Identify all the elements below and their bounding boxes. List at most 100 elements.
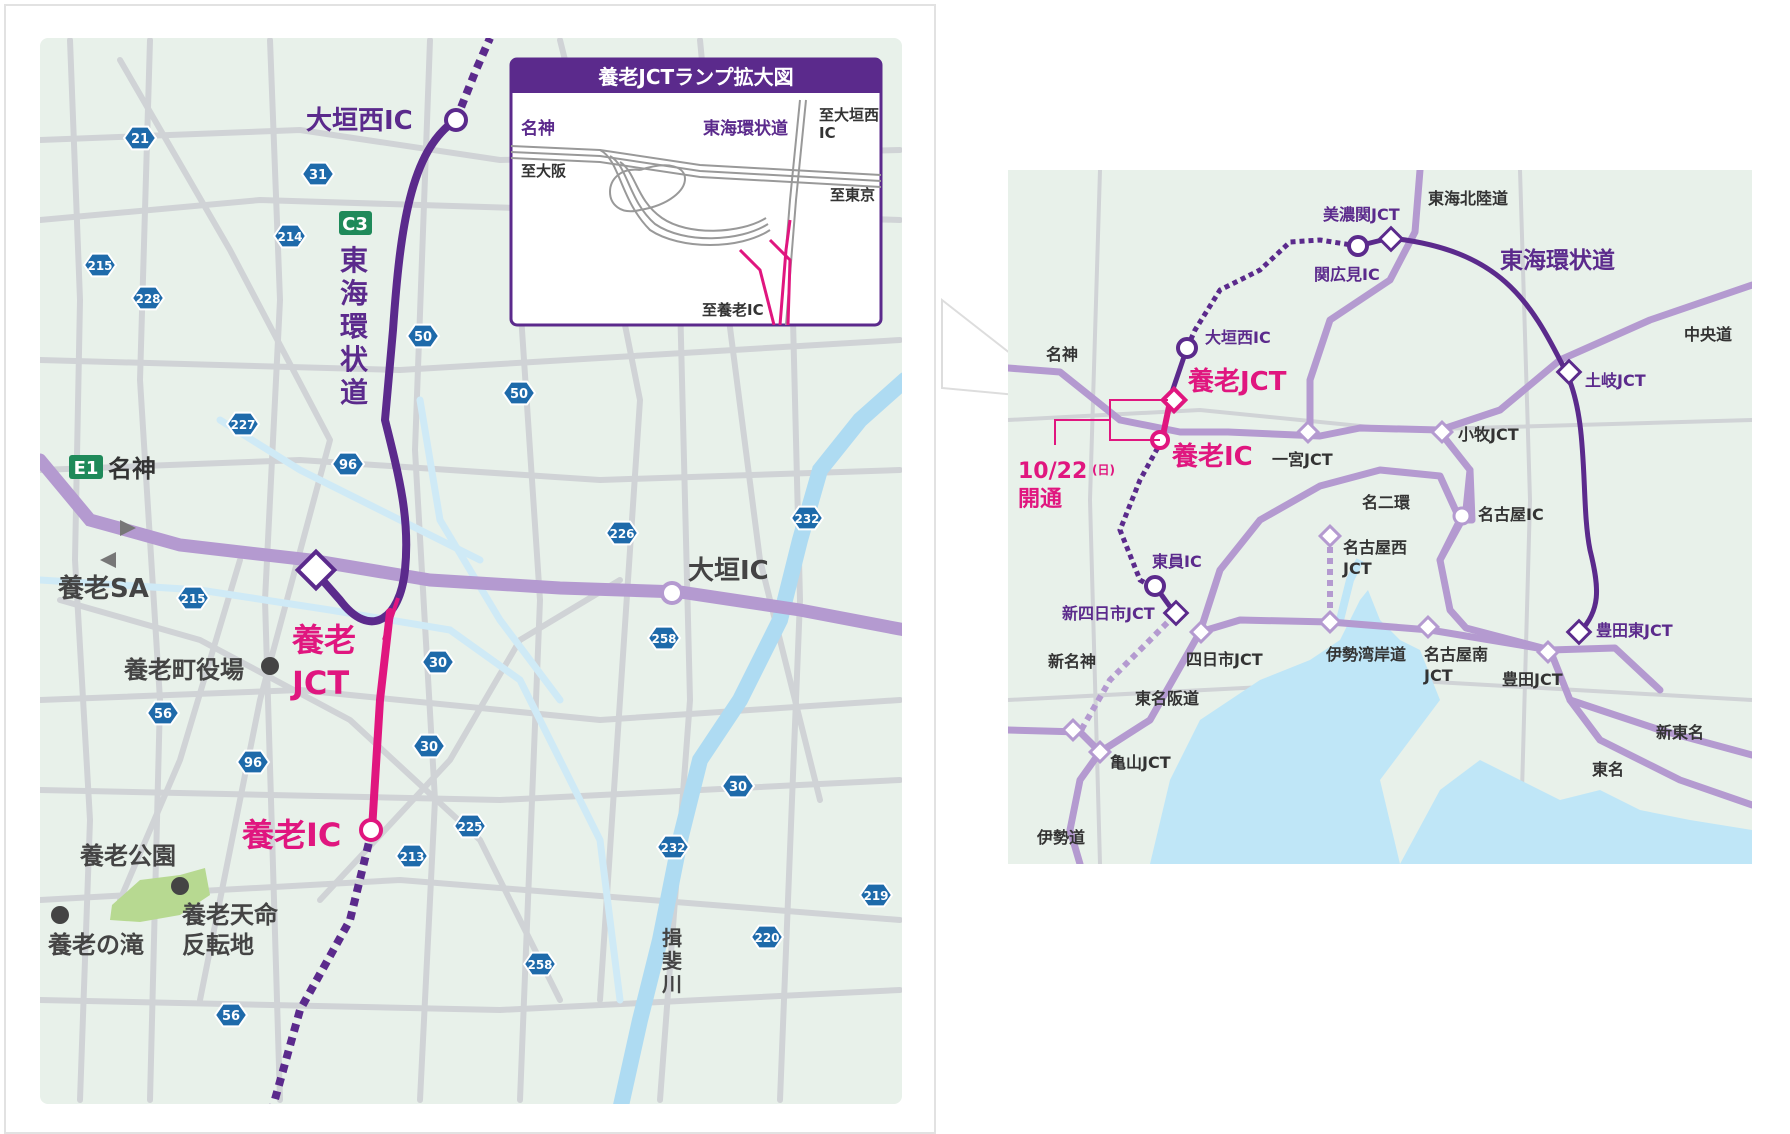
route-badge-number: 31	[309, 168, 327, 183]
yoro-sa-label: 養老SA	[57, 574, 149, 604]
nagoya-minami-jct-label-line1: 名古屋南	[1424, 645, 1488, 664]
route-badge-shape	[655, 834, 691, 860]
inset-title: 養老JCTランプ拡大図	[597, 65, 793, 89]
route-badge-number: 21	[131, 132, 149, 147]
route-badge-shape	[82, 252, 118, 278]
route-badge: 215	[175, 585, 211, 611]
route-badge-shape	[235, 749, 271, 775]
route-badge-number: 215	[180, 592, 205, 606]
route-badge: 215	[82, 252, 118, 278]
svg-text:東: 東	[340, 244, 368, 277]
c3-badge-text: C3	[342, 214, 368, 235]
route-badge-number: 213	[399, 850, 424, 864]
route-badge-number: 50	[414, 330, 432, 345]
route-badge-shape	[213, 1002, 249, 1028]
route-badge-shape	[225, 411, 261, 437]
right-tokai-kanjo-label: 東海環状道	[1500, 247, 1615, 274]
tokai-kanjo-vertical-label: 東 海 環 状 道	[340, 244, 369, 409]
yoro-falls-dot	[51, 906, 69, 924]
route-badge-number: 215	[87, 259, 112, 273]
route-badge-shape	[300, 161, 336, 187]
right-tokai-kanjo-dotted-southwest	[1117, 438, 1165, 593]
ogaki-nishi-ic-label: 大垣西IC	[306, 106, 413, 136]
toin-ic-label: 東員IC	[1152, 552, 1202, 571]
open-day: (日)	[1092, 463, 1115, 477]
ibi-river	[612, 372, 902, 1104]
shin-yokkaichi-jct-marker	[1162, 599, 1190, 627]
yoro-park-label: 養老公園	[80, 842, 176, 870]
svg-text:道: 道	[340, 376, 368, 409]
right-yoro-ic-label: 養老IC	[1171, 442, 1253, 472]
left-map: 2131214215228505022796226232215302585696…	[4, 4, 936, 1134]
kameyama-jct-label: 亀山JCT	[1110, 753, 1171, 772]
route-badge-number: 56	[154, 707, 172, 722]
tokai-kanjo-dotted-north	[452, 38, 494, 122]
tokai-kanjo-route	[314, 116, 460, 626]
ramp-inset: 養老JCTランプ拡大図	[509, 57, 883, 327]
route-badge-shape	[452, 813, 488, 839]
route-badge: 50	[501, 380, 537, 406]
toyota-higashi-jct-label: 豊田東JCT	[1596, 621, 1673, 640]
inset-new-ramps	[738, 219, 792, 325]
nagoya-minami-jct-label-line2: JCT	[1423, 666, 1453, 685]
route-badge-shape	[145, 700, 181, 726]
nagoya-nishi-jct-label-line2: JCT	[1342, 559, 1372, 578]
right-local-roads	[1008, 170, 1752, 864]
route-badge: 232	[789, 505, 825, 531]
shin-meishin-jct-marker	[1060, 717, 1086, 743]
nagoya-nishi-jct-marker	[1317, 523, 1343, 549]
svg-text:川: 川	[661, 972, 682, 996]
nagoya-minami-jct-marker	[1415, 614, 1441, 640]
c3-badge	[339, 211, 372, 235]
inset-to-tokyo-label: 至東京	[830, 186, 875, 204]
new-section-yoro-jct-to-yoro-ic	[368, 608, 394, 834]
svg-text:揖: 揖	[662, 926, 682, 950]
inset-to-yoro-ic-label: 至養老IC	[702, 301, 764, 319]
toyota-jct-label: 豊田JCT	[1502, 670, 1563, 689]
route-badge-number: 50	[510, 387, 528, 402]
inset-tokai-kanjo-label: 東海環状道	[703, 118, 788, 139]
route-badge: 96	[235, 749, 271, 775]
shin-tomei-label: 新東名	[1656, 723, 1704, 742]
route-badge: 258	[646, 625, 682, 651]
seki-hirono-ic-marker	[1347, 235, 1369, 257]
mikawa-bay	[1400, 760, 1752, 864]
right-junction-markers	[1060, 225, 1593, 765]
route-badge-number: 226	[609, 527, 634, 541]
ise-label: 伊勢道	[1036, 828, 1085, 847]
route-badge: 228	[130, 285, 166, 311]
nagoya-nishi-jct-label-line1: 名古屋西	[1343, 538, 1407, 557]
yokkaichi-jct-marker	[1188, 619, 1214, 645]
streams	[40, 396, 624, 1004]
yokkaichi-jct-label: 四日市JCT	[1186, 650, 1263, 669]
svg-text:状: 状	[340, 343, 369, 376]
right-yoro-jct-label: 養老JCT	[1187, 367, 1287, 397]
route-badge-shape	[604, 520, 640, 546]
route-badge-number: 225	[457, 820, 482, 834]
route-badge: 226	[604, 520, 640, 546]
route-badge-number: 56	[222, 1009, 240, 1024]
tokai-hokuriku-label: 東海北陸道	[1428, 189, 1508, 208]
ichinomiya-jct-label: 一宮JCT	[1272, 450, 1333, 469]
mino-seki-jct-marker	[1377, 225, 1405, 253]
nagoya-ic-label: 名古屋IC	[1478, 505, 1544, 524]
tokai-kanjo-dotted-south	[268, 829, 376, 1104]
route-badge: 56	[213, 1002, 249, 1028]
open-word: 開通	[1018, 487, 1062, 512]
route-badge-number: 232	[660, 841, 685, 855]
meinikan-label: 名二環	[1362, 493, 1411, 512]
route-badge: 227	[225, 411, 261, 437]
route-badge-shape	[272, 223, 308, 249]
shin-yokkaichi-jct-label: 新四日市JCT	[1062, 604, 1155, 623]
yoro-tenmei-label-line2: 反転地	[182, 931, 254, 959]
yoro-falls-label: 養老の滝	[48, 931, 144, 959]
shin-meishin-dashed	[1077, 612, 1178, 734]
route-badge-shape	[130, 285, 166, 311]
right-meishin-label: 名神	[1046, 345, 1078, 364]
route-badge-shape	[858, 882, 894, 908]
ogaki-nishi-ic-marker	[444, 108, 468, 132]
route-badge-shape	[501, 380, 537, 406]
route-badge: 56	[145, 700, 181, 726]
route-badges: 2131214215228505022796226232215302585696…	[82, 125, 894, 1028]
route-badge: 225	[452, 813, 488, 839]
